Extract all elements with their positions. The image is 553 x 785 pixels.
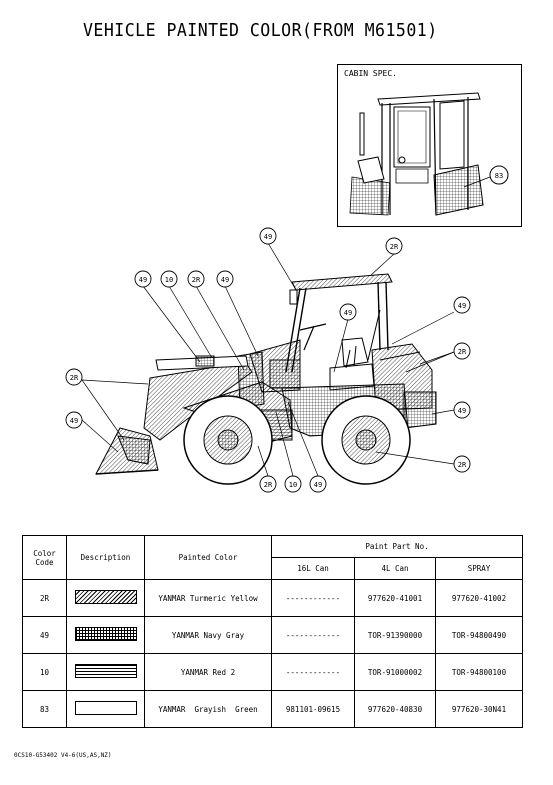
callout-label: 49: [70, 417, 78, 425]
part-4l: TOR-91390000: [354, 616, 436, 654]
part-spray: 977620-41002: [435, 579, 523, 617]
header-description: Description: [66, 535, 145, 580]
part-spray: 977620-30N41: [435, 690, 523, 728]
table-row: 2R YANMAR Turmeric Yellow ------------ 9…: [22, 579, 523, 617]
description-swatch: [66, 653, 145, 691]
part-16l: 981101-09615: [271, 690, 355, 728]
part-16l: ------------: [271, 579, 355, 617]
description-swatch: [66, 690, 145, 728]
cabin-drawing: [349, 92, 509, 216]
header-painted-color: Painted Color: [144, 535, 272, 580]
part-spray: TOR-94800100: [435, 653, 523, 691]
table-row: 10 YANMAR Red 2 ------------ TOR-9100000…: [22, 653, 523, 691]
painted-color: YANMAR Red 2: [144, 653, 272, 691]
grid-swatch: [74, 627, 137, 641]
svg-text:83: 83: [495, 172, 503, 180]
header-color-code: Color Code: [22, 535, 67, 580]
callout-label: 10: [289, 481, 297, 489]
callout-label: 2R: [264, 481, 273, 489]
color-code: 83: [22, 690, 67, 728]
callout-label: 2R: [70, 374, 79, 382]
part-4l: 977620-40830: [354, 690, 436, 728]
callout-label: 49: [314, 481, 322, 489]
callout-label: 49: [344, 309, 352, 317]
page-title: VEHICLE PAINTED COLOR(FROM M61501): [83, 20, 438, 41]
callout-label: 2R: [192, 276, 201, 284]
cabin-callout: 83: [495, 172, 503, 180]
part-spray: TOR-94800490: [435, 616, 523, 654]
callout-label: 49: [458, 407, 466, 415]
blank-swatch: [74, 701, 137, 715]
callout-label: 10: [165, 276, 173, 284]
header-paint-part-no: Paint Part No.: [271, 535, 523, 558]
table-row: 83 YANMAR Grayish Green 981101-09615 977…: [22, 690, 523, 728]
paint-part-table: Color Code Description Painted Color Pai…: [22, 535, 523, 728]
callout-label: 2R: [458, 348, 467, 356]
table-row: 49 YANMAR Navy Gray ------------ TOR-913…: [22, 616, 523, 654]
painted-color: YANMAR Navy Gray: [144, 616, 272, 654]
color-code: 49: [22, 616, 67, 654]
part-4l: TOR-91000002: [354, 653, 436, 691]
color-code: 2R: [22, 579, 67, 617]
document-footer: 0CS10-G53402 V4-6(US,AS,NZ): [14, 752, 112, 759]
description-swatch: [66, 579, 145, 617]
callout-label: 49: [139, 276, 147, 284]
part-16l: ------------: [271, 653, 355, 691]
horizontal-lines-swatch: [74, 664, 137, 678]
callout-label: 49: [221, 276, 229, 284]
callout-label: 49: [264, 233, 272, 241]
wheel-loader-drawing: 49 2R 49 10 2R 49 49 49 2R 2R 49 49 2R 2…: [65, 227, 471, 493]
header-4l-can: 4L Can: [354, 557, 436, 580]
cabin-spec-label: CABIN SPEC.: [344, 69, 397, 78]
painted-color: YANMAR Turmeric Yellow: [144, 579, 272, 617]
painted-color: YANMAR Grayish Green: [144, 690, 272, 728]
callout-label: 49: [458, 302, 466, 310]
cabin-spec-inset: CABIN SPEC. 83: [337, 64, 522, 227]
diagonal-hatch-swatch: [74, 590, 137, 604]
header-16l-can: 16L Can: [271, 557, 355, 580]
description-swatch: [66, 616, 145, 654]
part-16l: ------------: [271, 616, 355, 654]
callout-label: 2R: [458, 461, 467, 469]
header-spray: SPRAY: [435, 557, 523, 580]
color-code: 10: [22, 653, 67, 691]
part-4l: 977620-41001: [354, 579, 436, 617]
callout-label: 2R: [390, 243, 399, 251]
